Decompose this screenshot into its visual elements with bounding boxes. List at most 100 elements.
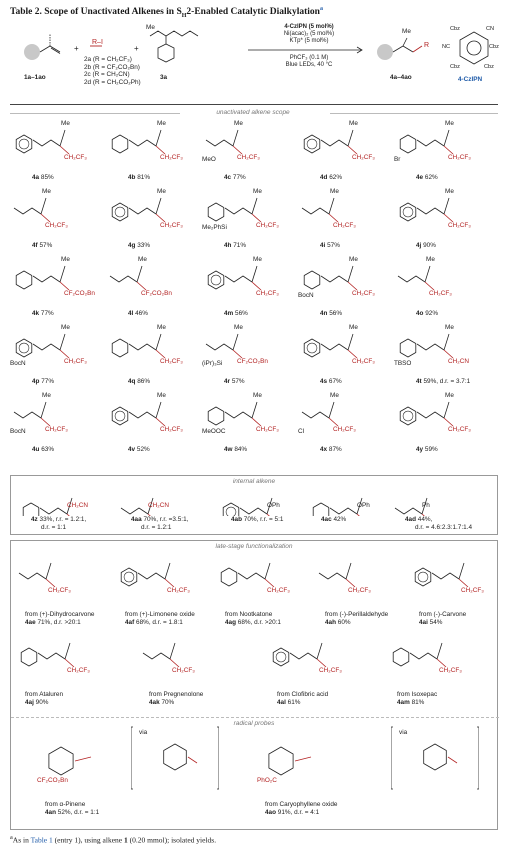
compound-caption: 4m 56% <box>224 310 248 317</box>
compound-caption: 4u 63% <box>32 446 54 453</box>
bond <box>345 562 352 580</box>
compound-yield: 62% <box>329 174 343 181</box>
section-radical-probes: radical probes <box>233 720 275 727</box>
compound-yield: 67% <box>328 378 342 385</box>
compound-yield: 77% <box>41 378 55 385</box>
title-sub: H <box>181 13 187 20</box>
compound-yield: 46% <box>135 310 148 317</box>
bond <box>224 207 253 215</box>
methyl-label: Me <box>61 256 70 263</box>
section-unactivated: unactivated alkene scope <box>216 109 290 116</box>
compound-yield: 57% <box>327 242 340 249</box>
product-label: 4a–4ao <box>390 74 412 81</box>
title-note[interactable]: a <box>319 6 323 12</box>
compound-caption: 4ao 91%, d.r. = 4:1 <box>265 809 319 816</box>
fragment-label: CH₂CF₃ <box>45 222 68 229</box>
structure-drawing <box>268 746 312 776</box>
new-bond <box>155 213 166 223</box>
new-bond <box>251 417 262 427</box>
ring <box>268 746 294 776</box>
bond <box>347 129 354 147</box>
ring <box>22 502 40 516</box>
substituent-label: TBSO <box>394 360 412 367</box>
catalyst-name: 4-CzIPN <box>458 76 483 83</box>
table-1-link[interactable]: Table 1 <box>30 835 53 845</box>
via-label: via <box>139 729 148 736</box>
ring <box>303 338 321 358</box>
structure-drawing <box>399 401 454 427</box>
compound-id: 4o <box>416 310 424 317</box>
bond <box>155 401 162 419</box>
footnote-pre: As in <box>12 835 31 845</box>
compound-yield: 70%, r.r. =3.5:1, <box>143 516 189 523</box>
compound-caption: 4s 67% <box>320 378 342 385</box>
condition-light: Blue LEDs, 40 °C <box>285 62 333 68</box>
structure-drawing <box>205 333 243 359</box>
bond <box>232 333 239 351</box>
bond <box>128 207 157 215</box>
compound-id: 4z <box>31 516 38 523</box>
structure-drawing <box>397 265 435 291</box>
new-bond <box>264 578 275 588</box>
compound-caption: 4e 62% <box>416 174 438 181</box>
source-natural-product: from Ataluren <box>25 691 64 698</box>
compound-id: 4q <box>128 378 136 385</box>
structure-drawing <box>13 401 51 427</box>
ring <box>220 567 238 587</box>
compound-yield: 68%, d.r. = 1.8:1 <box>136 619 183 626</box>
structure-drawing <box>392 642 447 668</box>
compound-yield: 56% <box>235 310 248 317</box>
condition-nickel: Ni(acac)₂ (5 mol%) <box>283 31 335 37</box>
bond <box>40 197 47 215</box>
methyl-label: Me <box>42 188 51 195</box>
structure-drawing <box>303 333 358 359</box>
fragment-label: CH₂CF₃ <box>448 154 471 161</box>
new-bond <box>458 578 469 588</box>
conditions-top: 4-CzIPN (5 mol%) Ni(acac)₂ (5 mol%) KTp*… <box>254 24 364 45</box>
new-bond <box>328 417 339 427</box>
compound-dr: d.r. = 1:1 <box>41 524 67 531</box>
new-bond <box>155 145 166 155</box>
bond <box>18 572 47 580</box>
compound-caption: 4r 57% <box>224 378 245 385</box>
bond <box>232 129 239 147</box>
compound-caption: 4h 71% <box>224 242 246 249</box>
fragment-label: CH₂CF₃ <box>461 587 484 594</box>
r-item-2d: 2d (R = CH₂CO₂Ph) <box>84 78 141 86</box>
footnote-alkene: 1 <box>124 835 128 845</box>
fragment-label: CH₂CN <box>67 502 88 509</box>
fragment-label: CH₂CF₃ <box>352 154 375 161</box>
ring <box>399 338 417 358</box>
bond <box>40 401 47 419</box>
bond <box>443 129 450 147</box>
compound-caption: 4an 52%, d.r. = 1:1 <box>45 809 99 816</box>
compound-id: 4an <box>45 809 57 816</box>
bond <box>13 411 42 419</box>
oxidant-me: Me <box>146 24 155 31</box>
structure-drawing <box>205 129 243 155</box>
via-label: via <box>399 729 408 736</box>
bond <box>409 652 438 660</box>
bond <box>155 333 162 351</box>
fragment-label: OPh <box>357 502 370 509</box>
bond <box>224 411 253 419</box>
plus-sign-2: + <box>134 44 139 53</box>
compound-id: 4p <box>32 378 40 385</box>
compound-caption: 4ab 70%, r.r. = 5:1 <box>231 516 283 523</box>
substituent-label: BocN <box>10 428 26 435</box>
compound-caption: 4j 90% <box>416 242 436 249</box>
bond <box>320 139 349 147</box>
compound-id: 4a <box>32 174 40 181</box>
aromatic-circle <box>114 206 126 218</box>
fragment-label: PhO₂C <box>257 777 277 784</box>
source-natural-product: from Isoxepac <box>397 691 438 698</box>
compound-id: 4w <box>224 446 233 453</box>
